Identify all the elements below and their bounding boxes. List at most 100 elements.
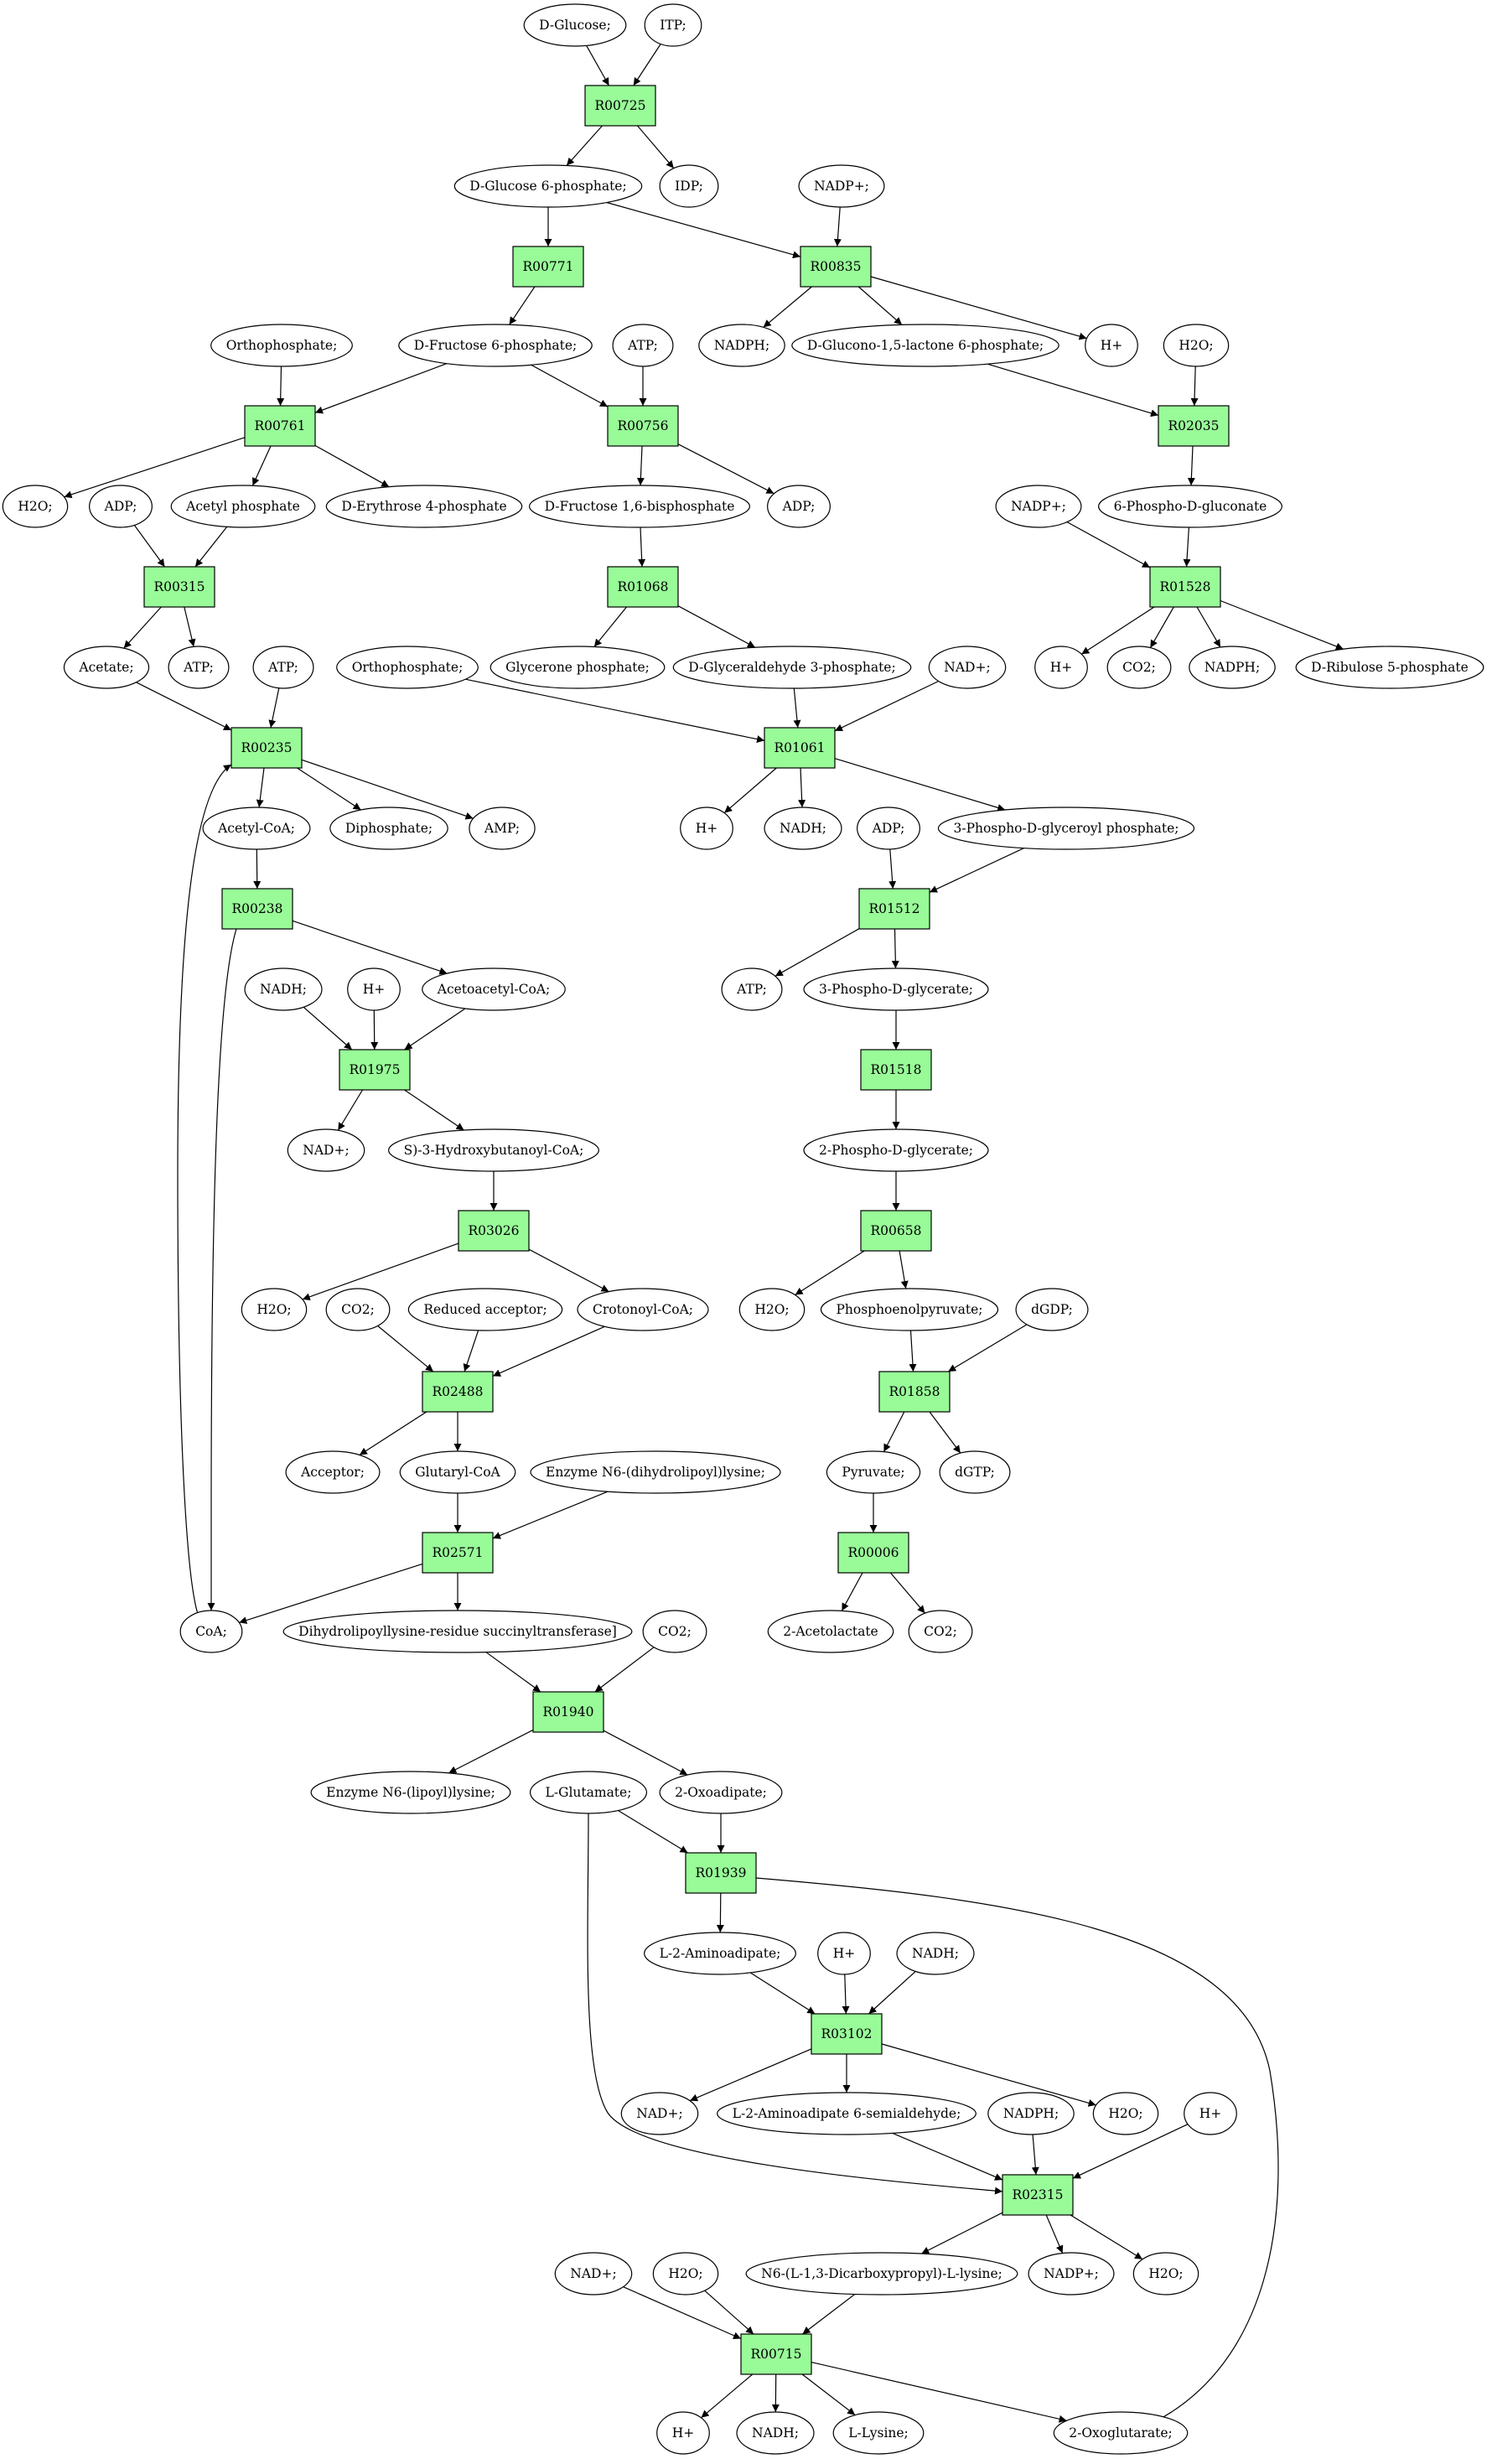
- node-label: ATP;: [183, 660, 214, 675]
- reaction-box: [811, 2013, 883, 2055]
- reaction-box: [422, 1371, 494, 1413]
- edge-r02315-to-h2o-6: [1070, 2214, 1143, 2260]
- metabolite-node-hplus-5: H+: [817, 1932, 871, 1975]
- reaction-box: [458, 1210, 530, 1252]
- metabolite-node-adp-1: ADP;: [89, 485, 153, 528]
- node-label: R00006: [848, 1545, 899, 1560]
- node-label: ITP;: [660, 18, 686, 33]
- reaction-box: [764, 727, 836, 769]
- edge-r00756-to-fbp: [636, 445, 645, 486]
- metabolite-ellipse: [285, 1450, 381, 1494]
- metabolite-ellipse: [798, 164, 885, 208]
- reaction-node-r01975: R01975: [339, 1049, 411, 1091]
- metabolite-ellipse: [736, 2411, 815, 2455]
- metabolite-node-acceptor: Acceptor;: [285, 1450, 381, 1494]
- reaction-box: [860, 1210, 932, 1252]
- edge-r00725-to-idp: [637, 125, 675, 169]
- metabolite-ellipse: [826, 1450, 921, 1494]
- metabolite-ellipse: [659, 1771, 783, 1814]
- reaction-node-r02315: R02315: [1002, 2174, 1074, 2216]
- metabolite-node-amp: AMP;: [469, 807, 536, 850]
- edge-nadp-1-to-r00835: [833, 206, 842, 247]
- edge-r00756-to-adp-2: [677, 444, 774, 495]
- edge-itp-to-r00725: [633, 44, 661, 86]
- edge-r01858-to-pyruvate: [883, 1411, 905, 1452]
- node-label: H2O;: [754, 1302, 789, 1317]
- metabolite-ellipse: [620, 2092, 699, 2135]
- metabolite-node-aminoadipate: L-2-Aminoadipate;: [644, 1932, 796, 1975]
- edge-r02035-to-pgluconate: [1187, 445, 1195, 486]
- reaction-node-r00835: R00835: [800, 246, 872, 288]
- metabolite-node-orthophosphate-2: Orthophosphate;: [336, 646, 479, 689]
- metabolite-ellipse: [820, 1288, 999, 1331]
- edge-r03026-to-crotonoyl: [528, 1248, 609, 1293]
- reaction-node-r01939: R01939: [685, 1852, 757, 1894]
- node-label: R03026: [469, 1223, 520, 1238]
- metabolite-ellipse: [310, 1771, 511, 1814]
- node-label: NADPH;: [1003, 2106, 1059, 2121]
- metabolite-node-nadh-2: NADH;: [244, 967, 323, 1011]
- reaction-box: [512, 246, 584, 288]
- edge-r00315-to-acetate: [123, 606, 162, 649]
- metabolite-ellipse: [1295, 646, 1484, 689]
- metabolite-ellipse: [282, 1610, 633, 1653]
- metabolite-node-dicarboxy: N6-(L-1,3-Dicarboxypropyl)-L-lysine;: [745, 2252, 1018, 2295]
- metabolite-node-h2o-1: H2O;: [1163, 324, 1230, 367]
- reaction-node-r02035: R02035: [1158, 405, 1230, 447]
- edge-r03026-to-h2o-3: [302, 1242, 459, 1301]
- node-label: Orthophosphate;: [226, 338, 338, 353]
- edge-r01940-to-oxoadipate: [603, 1730, 688, 1776]
- edge-r01512-to-atp-4: [774, 928, 860, 977]
- node-label: NADPH;: [714, 338, 769, 353]
- node-label: D-Glyceraldehyde 3-phosphate;: [688, 660, 895, 675]
- metabolite-node-semialdehyde: L-2-Aminoadipate 6-semialdehyde;: [717, 2092, 977, 2135]
- edge-r01939-to-aminoadipate: [716, 1892, 724, 1933]
- metabolite-node-coa: CoA;: [179, 1610, 243, 1653]
- edge-adp-3-to-r01512: [888, 848, 897, 890]
- node-label: R00771: [523, 259, 574, 274]
- metabolite-node-pglycerate3: 3-Phospho-D-glycerate;: [803, 967, 989, 1011]
- node-label: Reduced acceptor;: [423, 1302, 547, 1317]
- metabolite-node-enzyme-lipoyl: Enzyme N6-(lipoyl)lysine;: [310, 1771, 511, 1814]
- metabolite-ellipse: [325, 485, 523, 528]
- node-label: ATP;: [736, 982, 767, 997]
- edge-r02315-to-dicarboxy: [921, 2212, 1003, 2254]
- edge-dihydrolipoyl-to-r01940: [485, 1652, 541, 1693]
- reaction-node-r00756: R00756: [607, 405, 679, 447]
- metabolite-ellipse: [202, 807, 311, 850]
- edge-r00235-to-diphosphate: [297, 767, 361, 811]
- node-label: NADP+;: [814, 179, 869, 194]
- metabolite-ellipse: [168, 646, 230, 689]
- node-label: ADP;: [872, 821, 905, 836]
- node-label: R01940: [543, 1704, 594, 1720]
- metabolite-ellipse: [721, 967, 783, 1011]
- edge-r01528-to-hplus-2: [1080, 606, 1155, 655]
- metabolite-node-glutamate: L-Glutamate;: [529, 1771, 648, 1814]
- edge-r01061-to-nadh-1: [798, 767, 806, 808]
- metabolite-ellipse: [287, 1128, 365, 1172]
- node-label: R01528: [1160, 579, 1211, 594]
- edge-g3p-to-r01061: [793, 687, 801, 729]
- edge-orthophosphate-2-to-r01061: [465, 678, 765, 743]
- node-label: CO2;: [658, 1624, 692, 1639]
- metabolite-node-nad-4: NAD+;: [554, 2252, 633, 2295]
- edge-r00315-to-atp-2: [184, 606, 196, 647]
- node-label: R00315: [154, 579, 205, 594]
- metabolite-node-oxoadipate: 2-Oxoadipate;: [659, 1771, 783, 1814]
- reaction-box: [878, 1371, 951, 1413]
- edge-pgluconate-to-r01528: [1183, 527, 1191, 568]
- metabolite-node-nad-1: NAD+;: [928, 646, 1007, 689]
- edge-h2o-1-to-r02035: [1190, 366, 1199, 407]
- node-label: Dihydrolipoyllysine-residue succinyltran…: [298, 1624, 617, 1639]
- metabolite-ellipse: [530, 1450, 781, 1494]
- node-label: AMP;: [484, 821, 520, 836]
- metabolite-ellipse: [89, 485, 153, 528]
- edge-r00761-to-h2o-2: [64, 437, 246, 499]
- edge-r01528-to-ribulose: [1220, 599, 1344, 651]
- node-label: R01975: [350, 1062, 401, 1077]
- reaction-box: [607, 405, 679, 447]
- edge-co2-2-to-r02488: [377, 1325, 434, 1372]
- metabolite-ellipse: [995, 485, 1082, 528]
- node-label: Acetoacetyl-CoA;: [437, 982, 551, 997]
